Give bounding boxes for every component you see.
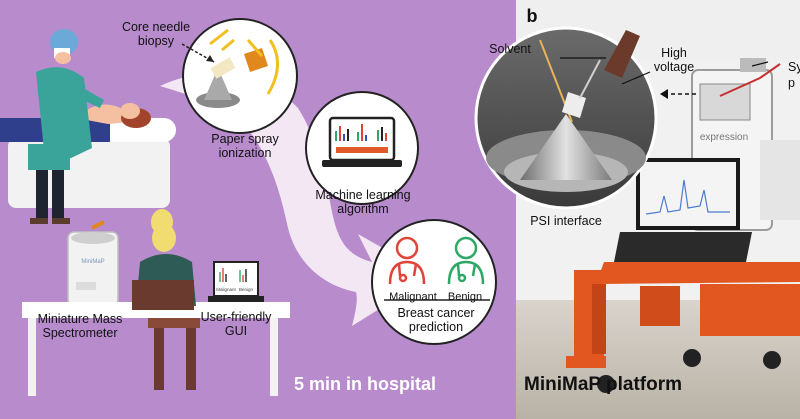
mass-spectrometer-illustration <box>67 220 119 307</box>
high-voltage-pointer <box>621 71 651 85</box>
label-benign: Benign <box>447 291 483 303</box>
psi-interface-inset <box>474 26 658 210</box>
gui-laptop <box>208 261 264 302</box>
label-malignant: Malignant <box>389 291 437 303</box>
gui-screen-benign: Benign <box>239 287 254 292</box>
seated-user <box>132 209 200 390</box>
paper-spray-icon <box>181 18 298 134</box>
cart <box>566 262 800 393</box>
label-psi-interface: PSI interface <box>530 214 602 228</box>
panel-letter: b <box>526 6 538 26</box>
label-solvent: Solvent <box>489 42 531 56</box>
flow-arrow <box>160 73 432 326</box>
machine-learning-icon <box>305 91 419 205</box>
prediction-icon <box>371 219 497 345</box>
time-caption: 5 min in hospital <box>293 374 436 394</box>
label-partial-top: Sy <box>788 60 800 74</box>
device-brand-text: MiniMaP <box>81 259 104 265</box>
surgeon-patient-illustration <box>0 29 176 224</box>
label-partial-bottom: p <box>788 76 795 90</box>
gui-screen-malignant: Malignant <box>216 287 236 292</box>
device-logo-text: expression <box>700 132 748 143</box>
platform-title: MiniMaP platform <box>524 374 682 395</box>
